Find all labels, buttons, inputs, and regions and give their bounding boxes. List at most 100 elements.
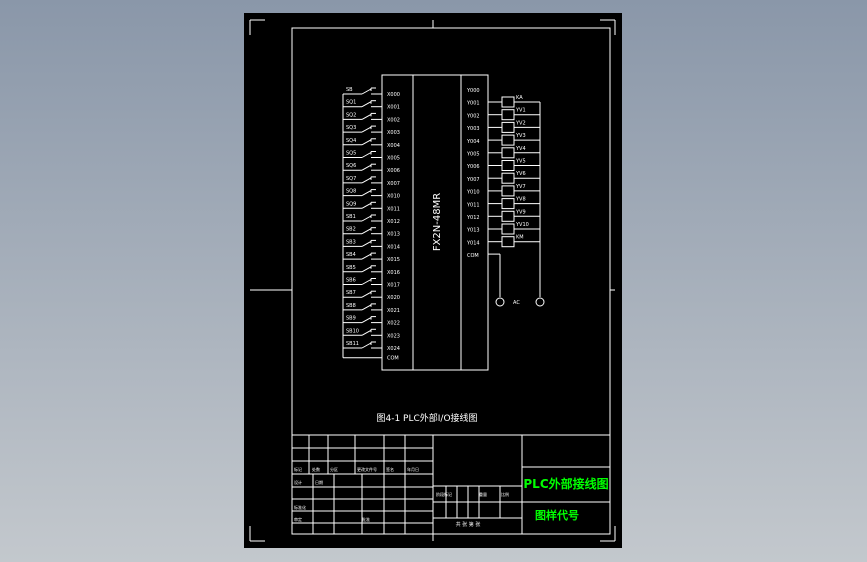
output-terminal-label: Y010	[466, 190, 480, 196]
output-load-label: YV7	[515, 184, 526, 190]
inner-border	[291, 27, 611, 535]
supply-label: AC	[513, 300, 520, 306]
output-load-label: YV3	[515, 133, 526, 139]
input-terminal-label: X022	[387, 321, 400, 327]
output-circuit: Y000Y001Y002Y003Y004Y005Y006Y007Y010Y011…	[466, 88, 545, 307]
output-com-label: COM	[467, 253, 479, 259]
output-load-label: YV2	[515, 120, 526, 126]
switch-contact	[361, 329, 372, 336]
switch-contact	[361, 113, 372, 120]
drawing-frame	[249, 19, 616, 542]
output-load-label: KA	[516, 95, 523, 101]
input-terminal-label: X024	[387, 346, 400, 352]
input-device-label: SB	[346, 87, 353, 93]
input-device-label: SB2	[346, 227, 356, 233]
switch-contact	[361, 152, 372, 158]
drawing-code: 图样代号	[535, 508, 579, 522]
input-terminal-label: X013	[387, 232, 400, 238]
input-device-label: SQ3	[346, 125, 356, 131]
output-terminal-label: Y000	[466, 88, 480, 94]
output-terminal-label: Y013	[466, 228, 480, 234]
tb-label: 签名	[386, 466, 394, 472]
output-load-label: YV4	[515, 146, 526, 152]
plc-block: FX2N-48MR	[381, 74, 489, 371]
output-load-label: YV9	[515, 209, 526, 215]
input-terminal-label: X004	[387, 143, 400, 149]
input-terminal-label: X005	[387, 156, 400, 162]
input-device-label: SQ1	[346, 100, 356, 106]
input-device-label: SB3	[346, 239, 356, 245]
input-circuit: SBX000SQ1X001SQ2X002SQ3X003SQ4X004SQ5X00…	[342, 87, 400, 362]
input-terminal-label: X020	[387, 295, 400, 301]
output-load-label: KM	[516, 235, 524, 241]
switch-contact	[361, 266, 372, 273]
switch-contact	[361, 240, 372, 247]
tb-label: 标记	[294, 466, 302, 472]
figure-caption: 图4-1 PLC外部I/O接线图	[376, 412, 477, 424]
tb-label: 比例	[501, 491, 509, 497]
switch-contact	[361, 253, 372, 260]
output-terminal-label: Y004	[466, 139, 480, 145]
input-terminal-label: X003	[387, 130, 400, 136]
switch-contact	[361, 215, 372, 222]
switch-contact	[361, 279, 372, 285]
input-terminal-label: X023	[387, 333, 400, 339]
switch-contact	[361, 342, 372, 349]
input-terminal-label: X012	[387, 219, 400, 225]
input-device-label: SQ5	[346, 151, 356, 157]
output-terminal-label: Y007	[466, 177, 480, 183]
input-terminal-label: X015	[387, 257, 400, 263]
switch-contact	[361, 317, 372, 324]
input-device-label: SB11	[346, 341, 359, 347]
input-terminal-label: X021	[387, 308, 400, 314]
switch-contact	[361, 88, 372, 95]
tb-label: 审定	[294, 516, 302, 522]
input-device-label: SQ4	[346, 138, 356, 144]
title-block: PLC外部接线图 图样代号 共 张 第 张 标记处数分区更改文件号签名年月日设计…	[292, 434, 610, 534]
tb-label: 分区	[330, 466, 338, 472]
supply-terminal	[495, 297, 505, 307]
switch-contact	[361, 126, 372, 133]
switch-contact	[361, 164, 372, 171]
output-terminal-label: Y005	[466, 152, 480, 158]
output-load-label: YV1	[515, 108, 526, 114]
plc-body	[381, 74, 489, 371]
output-terminal-label: Y006	[466, 164, 480, 170]
switch-contact	[361, 291, 372, 298]
input-device-label: SQ6	[346, 163, 356, 169]
output-load-label: YV6	[515, 171, 526, 177]
output-terminal-label: Y003	[466, 126, 480, 132]
output-terminal-label: Y014	[466, 240, 480, 246]
output-load-label: YV10	[515, 222, 529, 228]
input-terminal-label: X002	[387, 117, 400, 123]
input-device-label: SB7	[346, 290, 356, 296]
switch-contact	[361, 228, 372, 235]
input-terminal-label: X014	[387, 244, 400, 250]
input-device-label: SB9	[346, 316, 356, 322]
tb-label: 阶段标记	[436, 491, 452, 497]
input-device-label: SQ9	[346, 201, 356, 207]
plc-model-label: FX2N-48MR	[432, 193, 443, 251]
input-terminal-label: X011	[387, 206, 400, 212]
input-com-label: COM	[387, 356, 399, 362]
input-terminal-label: X007	[387, 181, 400, 187]
input-device-label: SB6	[346, 278, 356, 284]
input-terminal-label: X010	[387, 194, 400, 200]
input-device-label: SB8	[346, 303, 356, 309]
input-device-label: SB10	[346, 328, 359, 334]
input-device-label: SB4	[346, 252, 356, 258]
tb-label: 重量	[479, 491, 487, 497]
switch-contact	[361, 177, 372, 184]
tb-label: 年月日	[407, 466, 419, 472]
output-terminal-label: Y002	[466, 113, 480, 119]
input-device-label: SQ8	[346, 189, 356, 195]
output-load-label: YV5	[515, 159, 526, 165]
tb-label: 设计	[294, 479, 302, 485]
input-terminal-label: X001	[387, 105, 400, 111]
input-terminal-label: X016	[387, 270, 400, 276]
switch-contact	[361, 101, 372, 108]
output-terminal-label: Y001	[466, 101, 480, 107]
output-terminal-label: Y012	[466, 215, 480, 221]
switch-contact	[361, 139, 372, 146]
